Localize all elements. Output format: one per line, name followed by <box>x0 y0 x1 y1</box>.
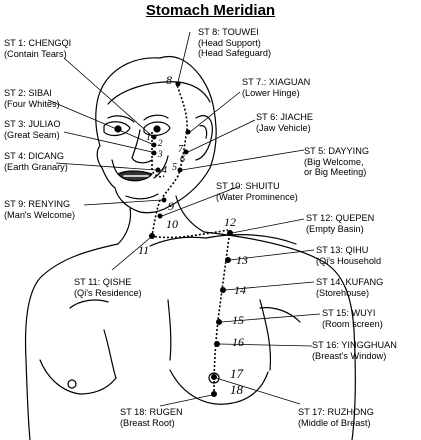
point-dot-st5 <box>177 167 183 173</box>
point-dot-st6 <box>183 149 189 155</box>
point-dot-st2 <box>151 142 157 148</box>
marker-6: 6 <box>180 154 185 165</box>
leader-st2 <box>47 99 153 145</box>
leader-st9 <box>83 199 163 206</box>
diagram-title: Stomach Meridian <box>145 2 276 19</box>
leader-st17 <box>215 377 301 405</box>
marker-3: 3 <box>157 149 163 159</box>
label-st15: ST 15: WUYI(Room screen) <box>322 308 383 329</box>
label-st12: ST 12: QUEPEN(Empty Basin) <box>306 213 375 234</box>
label-st7: ST 7.: XIAGUAN(Lower Hinge) <box>242 77 311 98</box>
marker-12: 12 <box>224 215 236 229</box>
leader-st6 <box>187 119 256 153</box>
hairline <box>107 81 211 105</box>
label-st1: ST 1: CHENGQI(Contain Tears) <box>4 38 72 59</box>
left-nipple <box>67 379 77 389</box>
left-brow <box>107 115 135 123</box>
left-shoulder <box>24 243 119 440</box>
marker-17: 17 <box>230 366 244 381</box>
label-st13: ST 13: QIHU(Qi's Household <box>316 245 382 266</box>
clavicle-left <box>149 236 207 247</box>
label-st2: ST 2: SIBAI(Four Whites) <box>4 88 60 109</box>
marker-14: 14 <box>234 283 246 297</box>
left-breast <box>39 359 117 395</box>
marker-15: 15 <box>232 313 244 327</box>
point-dot-st8 <box>175 81 181 87</box>
label-st17: ST 17: RUZHONG(Middle of Breast) <box>298 407 374 428</box>
point-dot-st1 <box>151 134 157 140</box>
meridian-face <box>161 81 188 199</box>
leader-st11 <box>111 237 151 271</box>
leader-st4 <box>55 162 157 171</box>
marker-4: 4 <box>162 165 167 176</box>
point-dot-st10 <box>157 213 163 219</box>
label-st5: ST 5: DAYYING(Big Welcome,or Big Meeting… <box>304 146 370 178</box>
right-pec <box>259 307 301 323</box>
label-st10: ST 10: SHUITU(Water Prominence) <box>216 181 298 202</box>
point-dot-st7 <box>185 129 191 135</box>
marker-11: 11 <box>138 243 149 257</box>
meridian-neck <box>151 199 229 239</box>
meridian-eye-line <box>151 132 165 178</box>
marker-7: 7 <box>178 144 184 155</box>
sternum <box>167 299 172 361</box>
right-eye <box>143 121 171 137</box>
head-outline <box>95 55 217 214</box>
leader-st5 <box>181 149 305 171</box>
neck-left <box>117 207 132 245</box>
marker-18: 18 <box>230 382 244 397</box>
label-st6: ST 6: JIACHE(Jaw Vehicle) <box>256 112 314 133</box>
label-st16: ST 16: YINGGHUAN(Breast's Window) <box>312 340 397 361</box>
leader-st10 <box>161 185 241 217</box>
right-breast <box>169 369 269 405</box>
label-st8: ST 8: TOUWEI(Head Support)(Head Safeguar… <box>198 27 272 59</box>
point-dot-st12 <box>227 230 233 236</box>
leader-st15 <box>220 313 321 323</box>
ear <box>195 115 213 161</box>
leader-st14 <box>224 281 315 291</box>
leader-st1 <box>63 57 153 137</box>
marker-5: 5 <box>172 162 177 173</box>
point-dot-st9 <box>161 197 167 203</box>
leader-st8 <box>177 31 191 83</box>
label-st3: ST 3: JULIAO(Great Seam) <box>4 119 61 140</box>
marker-8: 8 <box>166 73 172 87</box>
leader-st12 <box>231 218 305 234</box>
marker-16: 16 <box>232 335 244 349</box>
marker-13: 13 <box>236 253 248 267</box>
marker-9: 9 <box>168 199 174 213</box>
marker-2: 2 <box>158 138 163 148</box>
label-st14: ST 14: KUFANG(Storehouse) <box>316 277 384 298</box>
leader-st16 <box>218 343 313 347</box>
point-dot-st15 <box>216 319 222 325</box>
leader-st7 <box>189 91 241 133</box>
meridian-chest <box>213 229 231 393</box>
left-eye <box>103 121 131 137</box>
label-st11: ST 11: QISHE(Qi's Residence) <box>74 277 142 298</box>
marker-1: 1 <box>146 132 151 143</box>
leader-st13 <box>229 249 315 261</box>
label-st18: ST 18: RUGEN(Breast Root) <box>120 407 183 428</box>
point-dot-st17 <box>211 374 217 380</box>
nose <box>131 129 153 164</box>
label-st9: ST 9: RENYING(Man's Welcome) <box>4 199 76 220</box>
point-dot-st18 <box>211 391 217 397</box>
point-dot-st13 <box>225 257 231 263</box>
point-dot-st14 <box>220 287 226 293</box>
leader-st3 <box>63 131 153 153</box>
point-dot-st11 <box>149 233 155 239</box>
point-dot-st3 <box>151 150 157 156</box>
right-shoulder <box>203 231 356 440</box>
label-st4: ST 4: DICANG(Earth Granary) <box>4 151 68 172</box>
clavicle-right <box>205 234 297 245</box>
neck-right <box>175 195 205 233</box>
left-pec <box>69 299 109 309</box>
point-dot-st4 <box>155 167 161 173</box>
leader-st18 <box>159 394 213 407</box>
right-brow <box>143 114 169 121</box>
point-dot-st16 <box>214 341 220 347</box>
marker-10: 10 <box>166 217 178 231</box>
